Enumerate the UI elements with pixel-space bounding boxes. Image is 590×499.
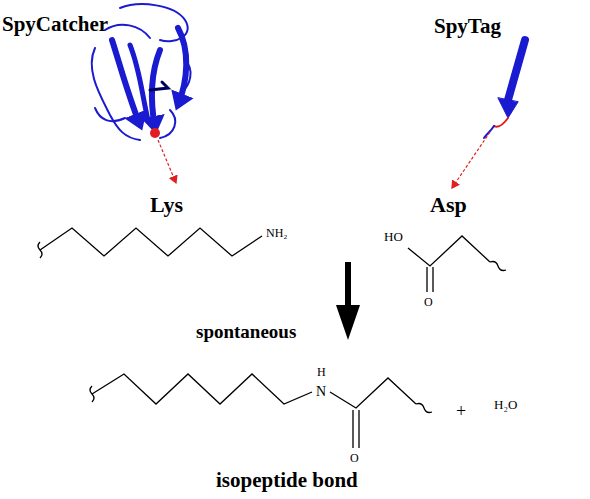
peptide-name: SpyTag [434, 16, 501, 37]
atom-label: H [317, 366, 326, 378]
spytag-ribbon [484, 40, 525, 138]
reactive-lysine [150, 128, 160, 138]
molecule-label: H₂O [494, 398, 517, 411]
atom-label: O [424, 296, 433, 308]
bond-name: isopeptide bond [216, 470, 358, 491]
reaction-arrow [336, 262, 360, 340]
protein-name: SpyCatcher [2, 14, 108, 35]
residue-name: Asp [430, 194, 467, 216]
operator-symbol: + [456, 402, 466, 420]
atom-label: HO [384, 230, 403, 243]
atom-label: NH₂ [266, 227, 288, 239]
product-structure [90, 374, 432, 448]
residue-name: Lys [150, 194, 183, 216]
reaction-label: spontaneous [196, 322, 296, 341]
leader-arrow [158, 140, 176, 183]
atom-label: N [316, 385, 326, 399]
asp-structure [408, 236, 506, 292]
lys-structure [38, 228, 262, 258]
leader-arrow [452, 132, 490, 188]
atom-label: O [350, 452, 359, 464]
